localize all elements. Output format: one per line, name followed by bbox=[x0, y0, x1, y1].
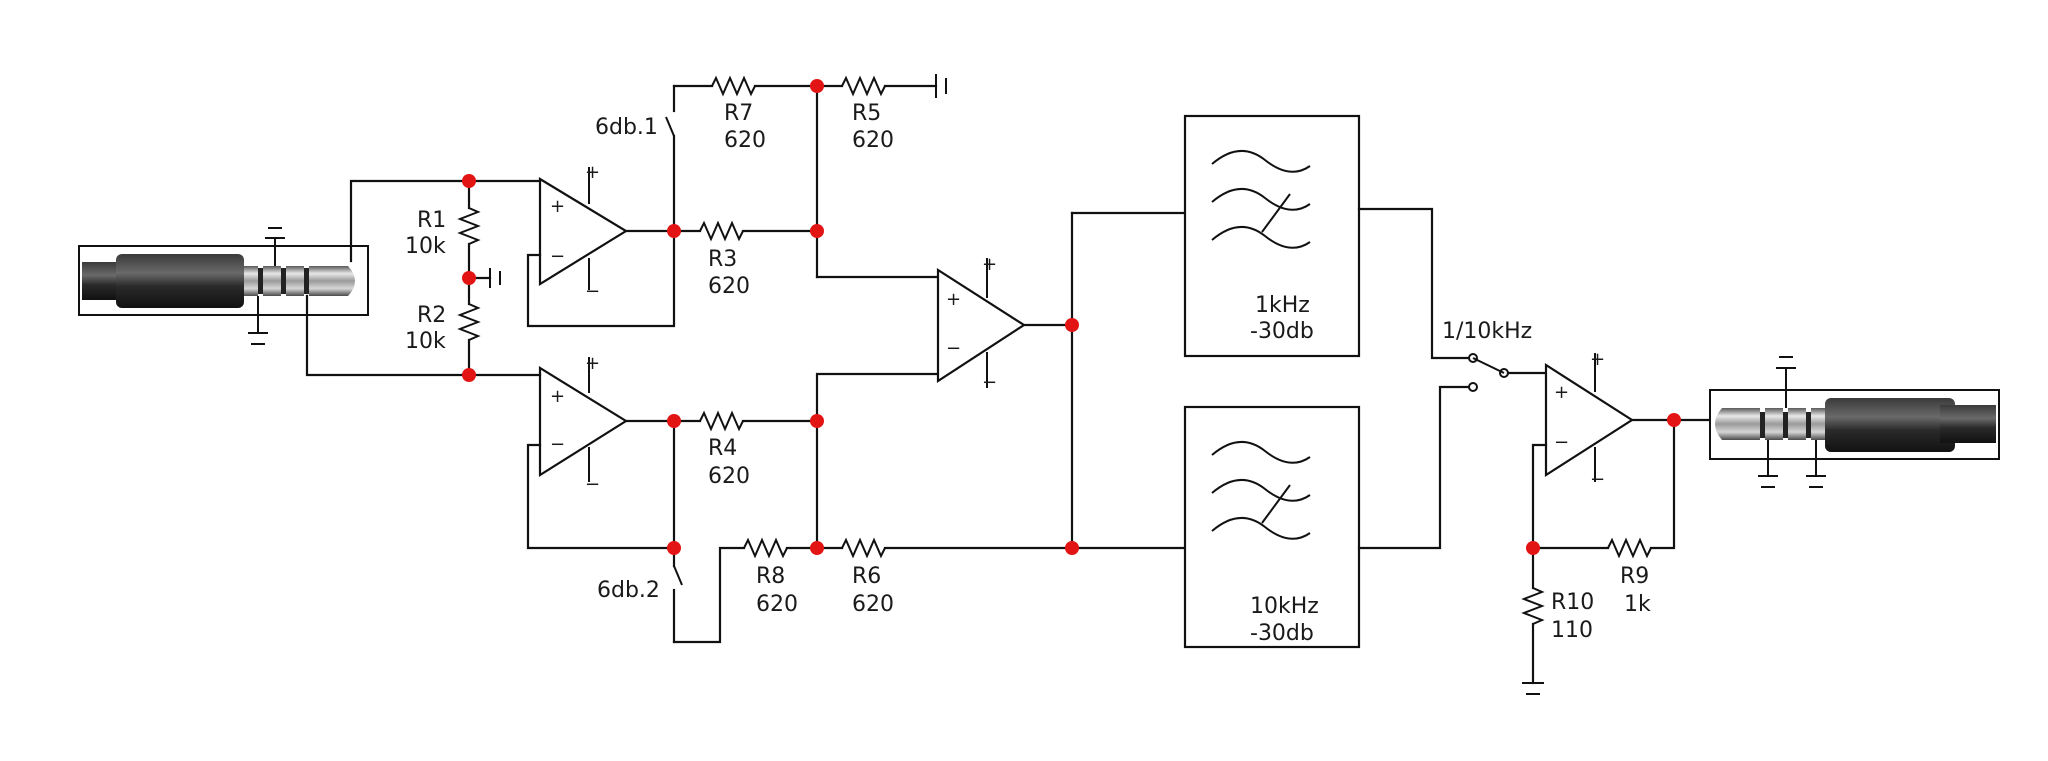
svg-text:−: − bbox=[585, 474, 600, 495]
resistor-r4 bbox=[699, 410, 744, 432]
resistor-r6 bbox=[841, 537, 886, 559]
r6-value: 620 bbox=[852, 592, 894, 617]
resistor-r5 bbox=[841, 75, 886, 97]
ground-icon bbox=[1776, 356, 1796, 408]
ground-icon bbox=[1806, 440, 1826, 488]
opamp-4: + − + − bbox=[1544, 349, 1635, 490]
svg-text:+: + bbox=[1590, 349, 1605, 370]
band-filter-icon bbox=[1211, 441, 1311, 540]
filter1-freq: 1kHz bbox=[1255, 293, 1310, 318]
r4-value: 620 bbox=[708, 464, 750, 489]
r7-name: R7 bbox=[724, 101, 753, 126]
svg-text:−: − bbox=[1554, 432, 1569, 453]
resistor-r8 bbox=[743, 537, 788, 559]
svg-text:−: − bbox=[946, 338, 961, 359]
r2-name: R2 bbox=[417, 303, 446, 328]
ground-icon bbox=[1758, 440, 1778, 488]
svg-text:−: − bbox=[585, 281, 600, 302]
r8-value: 620 bbox=[756, 592, 798, 617]
ground-icon bbox=[489, 268, 501, 288]
r6-name: R6 bbox=[852, 564, 881, 589]
r4-name: R4 bbox=[708, 436, 737, 461]
band-filter-icon bbox=[1211, 150, 1311, 249]
svg-text:−: − bbox=[982, 372, 997, 393]
filter-10kHz: 10kHz -30db bbox=[1183, 405, 1361, 649]
r10-name: R10 bbox=[1551, 590, 1594, 615]
r10-value: 110 bbox=[1551, 618, 1593, 643]
resistor-r10 bbox=[1521, 587, 1545, 625]
svg-text:−: − bbox=[550, 434, 565, 455]
svg-text:−: − bbox=[550, 246, 565, 267]
r1-name: R1 bbox=[417, 208, 446, 233]
r3-name: R3 bbox=[708, 247, 737, 272]
opamp-2: + − + − bbox=[538, 353, 629, 495]
r2-value: 10k bbox=[405, 329, 446, 354]
svg-text:+: + bbox=[1554, 382, 1569, 403]
resistor-r3 bbox=[699, 220, 744, 242]
r1-value: 10k bbox=[405, 234, 446, 259]
resistor-r7 bbox=[711, 75, 756, 97]
svg-text:−: − bbox=[1590, 469, 1605, 490]
r8-name: R8 bbox=[756, 564, 785, 589]
svg-text:+: + bbox=[585, 353, 600, 374]
switch-6db1-label: 6db.1 bbox=[595, 115, 658, 140]
r5-value: 620 bbox=[852, 128, 894, 153]
switch-6db1[interactable] bbox=[665, 116, 675, 137]
switch-6db2-label: 6db.2 bbox=[597, 578, 660, 603]
output-jack bbox=[1709, 389, 2000, 460]
svg-text:+: + bbox=[982, 254, 997, 275]
r3-value: 620 bbox=[708, 274, 750, 299]
switch-1-10kHz-label: 1/10kHz bbox=[1442, 319, 1532, 344]
ground-icon bbox=[1522, 682, 1544, 695]
filter2-atten: -30db bbox=[1250, 621, 1314, 646]
r7-value: 620 bbox=[724, 128, 766, 153]
svg-text:+: + bbox=[946, 289, 961, 310]
opamp-1: + − + − bbox=[538, 162, 629, 302]
ground-icon bbox=[248, 296, 268, 345]
ground-icon bbox=[265, 227, 285, 266]
filter-1kHz: 1kHz -30db bbox=[1183, 114, 1361, 358]
filter1-atten: -30db bbox=[1250, 319, 1314, 344]
r5-name: R5 bbox=[852, 101, 881, 126]
resistor-r2 bbox=[457, 303, 481, 341]
opamp-3: + − + − bbox=[936, 254, 1027, 393]
resistor-r9 bbox=[1607, 537, 1652, 559]
r9-name: R9 bbox=[1620, 564, 1649, 589]
switch-1-10kHz[interactable] bbox=[1468, 353, 1509, 392]
input-jack bbox=[78, 245, 369, 316]
svg-text:+: + bbox=[585, 162, 600, 183]
svg-text:+: + bbox=[550, 386, 565, 407]
filter2-freq: 10kHz bbox=[1250, 594, 1319, 619]
junction-nodes bbox=[462, 79, 1681, 555]
r9-value: 1k bbox=[1624, 592, 1651, 617]
resistor-r1 bbox=[457, 207, 481, 245]
switch-6db2[interactable] bbox=[673, 565, 683, 586]
ground-icon bbox=[935, 74, 947, 98]
svg-text:+: + bbox=[550, 196, 565, 217]
